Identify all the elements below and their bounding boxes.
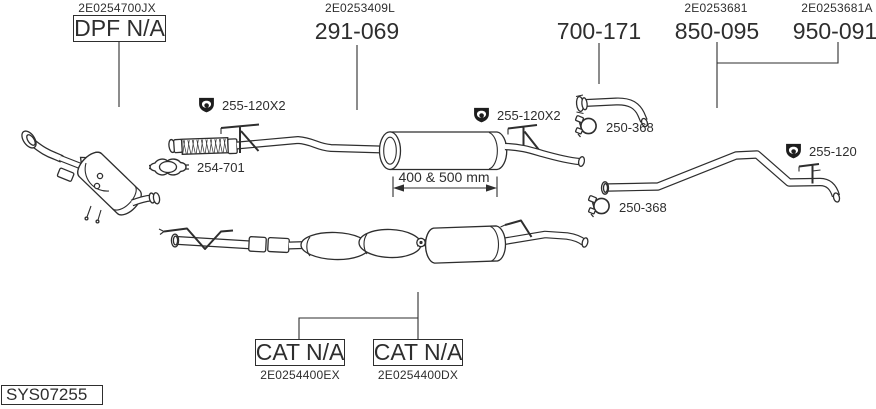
cat-na-left-label: CAT N/A	[255, 339, 345, 365]
brand-badge-icon	[199, 97, 214, 113]
dimension-note: 400 & 500 mm	[398, 169, 490, 185]
cat-na-box-right: CAT N/A	[373, 339, 463, 366]
exhaust-clamp-icon	[149, 158, 189, 176]
part-number-muffler: 291-069	[314, 18, 400, 44]
dpf-na-box: DPF N/A	[73, 15, 166, 42]
part-code-cat-right: 2E0254400DX	[377, 368, 459, 382]
part-code-cat-left: 2E0254400EX	[260, 368, 340, 382]
fitting-clamp-elbow: 250-368	[573, 114, 654, 140]
fitting-hanger-rear: 255-120	[785, 143, 857, 159]
tailpipe-hanger-drawing	[798, 163, 821, 184]
fitting-clamp-tail-label: 250-368	[619, 199, 667, 215]
elbow-pipe-drawing	[575, 94, 649, 128]
fitting-clamp-tail: 250-368	[586, 194, 667, 220]
fitting-hanger-mid: 255-120X2	[473, 107, 561, 123]
cat-na-box-left: CAT N/A	[255, 339, 345, 366]
system-id-box: SYS07255	[1, 385, 103, 405]
muffler-outlet-drawing	[504, 142, 586, 167]
pipe-clamp-icon	[587, 195, 610, 218]
dimension-arrows	[392, 176, 498, 197]
fitting-hanger-front: 255-120X2	[198, 97, 286, 113]
middle-muffler-drawing	[378, 131, 508, 171]
brand-badge-icon	[786, 143, 801, 159]
part-code-tailpipe-2: 2E0253681A	[801, 1, 873, 15]
dpf-na-label: DPF N/A	[74, 15, 165, 41]
leader-lines	[118, 41, 839, 339]
part-number-elbow: 700-171	[556, 18, 642, 44]
flex-pipe-drawing	[168, 137, 238, 155]
tailpipe-drawing	[600, 150, 841, 203]
part-code-muffler: 2E0253409L	[324, 1, 396, 15]
fitting-hanger-front-label: 255-120X2	[222, 97, 286, 113]
part-number-tailpipe-2: 950-091	[792, 18, 876, 44]
fitting-hanger-mid-label: 255-120X2	[497, 107, 561, 123]
cat-na-right-label: CAT N/A	[373, 339, 463, 365]
part-code-tailpipe-1: 2E0253681	[684, 1, 748, 15]
flex-hanger-drawing	[220, 123, 260, 153]
part-number-tailpipe-1: 850-095	[674, 18, 760, 44]
catback-system-drawing	[158, 219, 589, 264]
fitting-clamp-front: 254-701	[148, 156, 245, 178]
dpf-unit-drawing	[21, 130, 161, 224]
fitting-clamp-elbow-label: 250-368	[606, 119, 654, 135]
part-code-dpf: 2E0254700JX	[78, 1, 156, 15]
front-pipe-drawing	[236, 136, 383, 154]
system-id-label: SYS07255	[6, 385, 88, 404]
pipe-clamp-icon	[574, 115, 597, 138]
fitting-clamp-front-label: 254-701	[197, 159, 245, 175]
brand-badge-icon	[474, 107, 489, 123]
fitting-hanger-rear-label: 255-120	[809, 143, 857, 159]
